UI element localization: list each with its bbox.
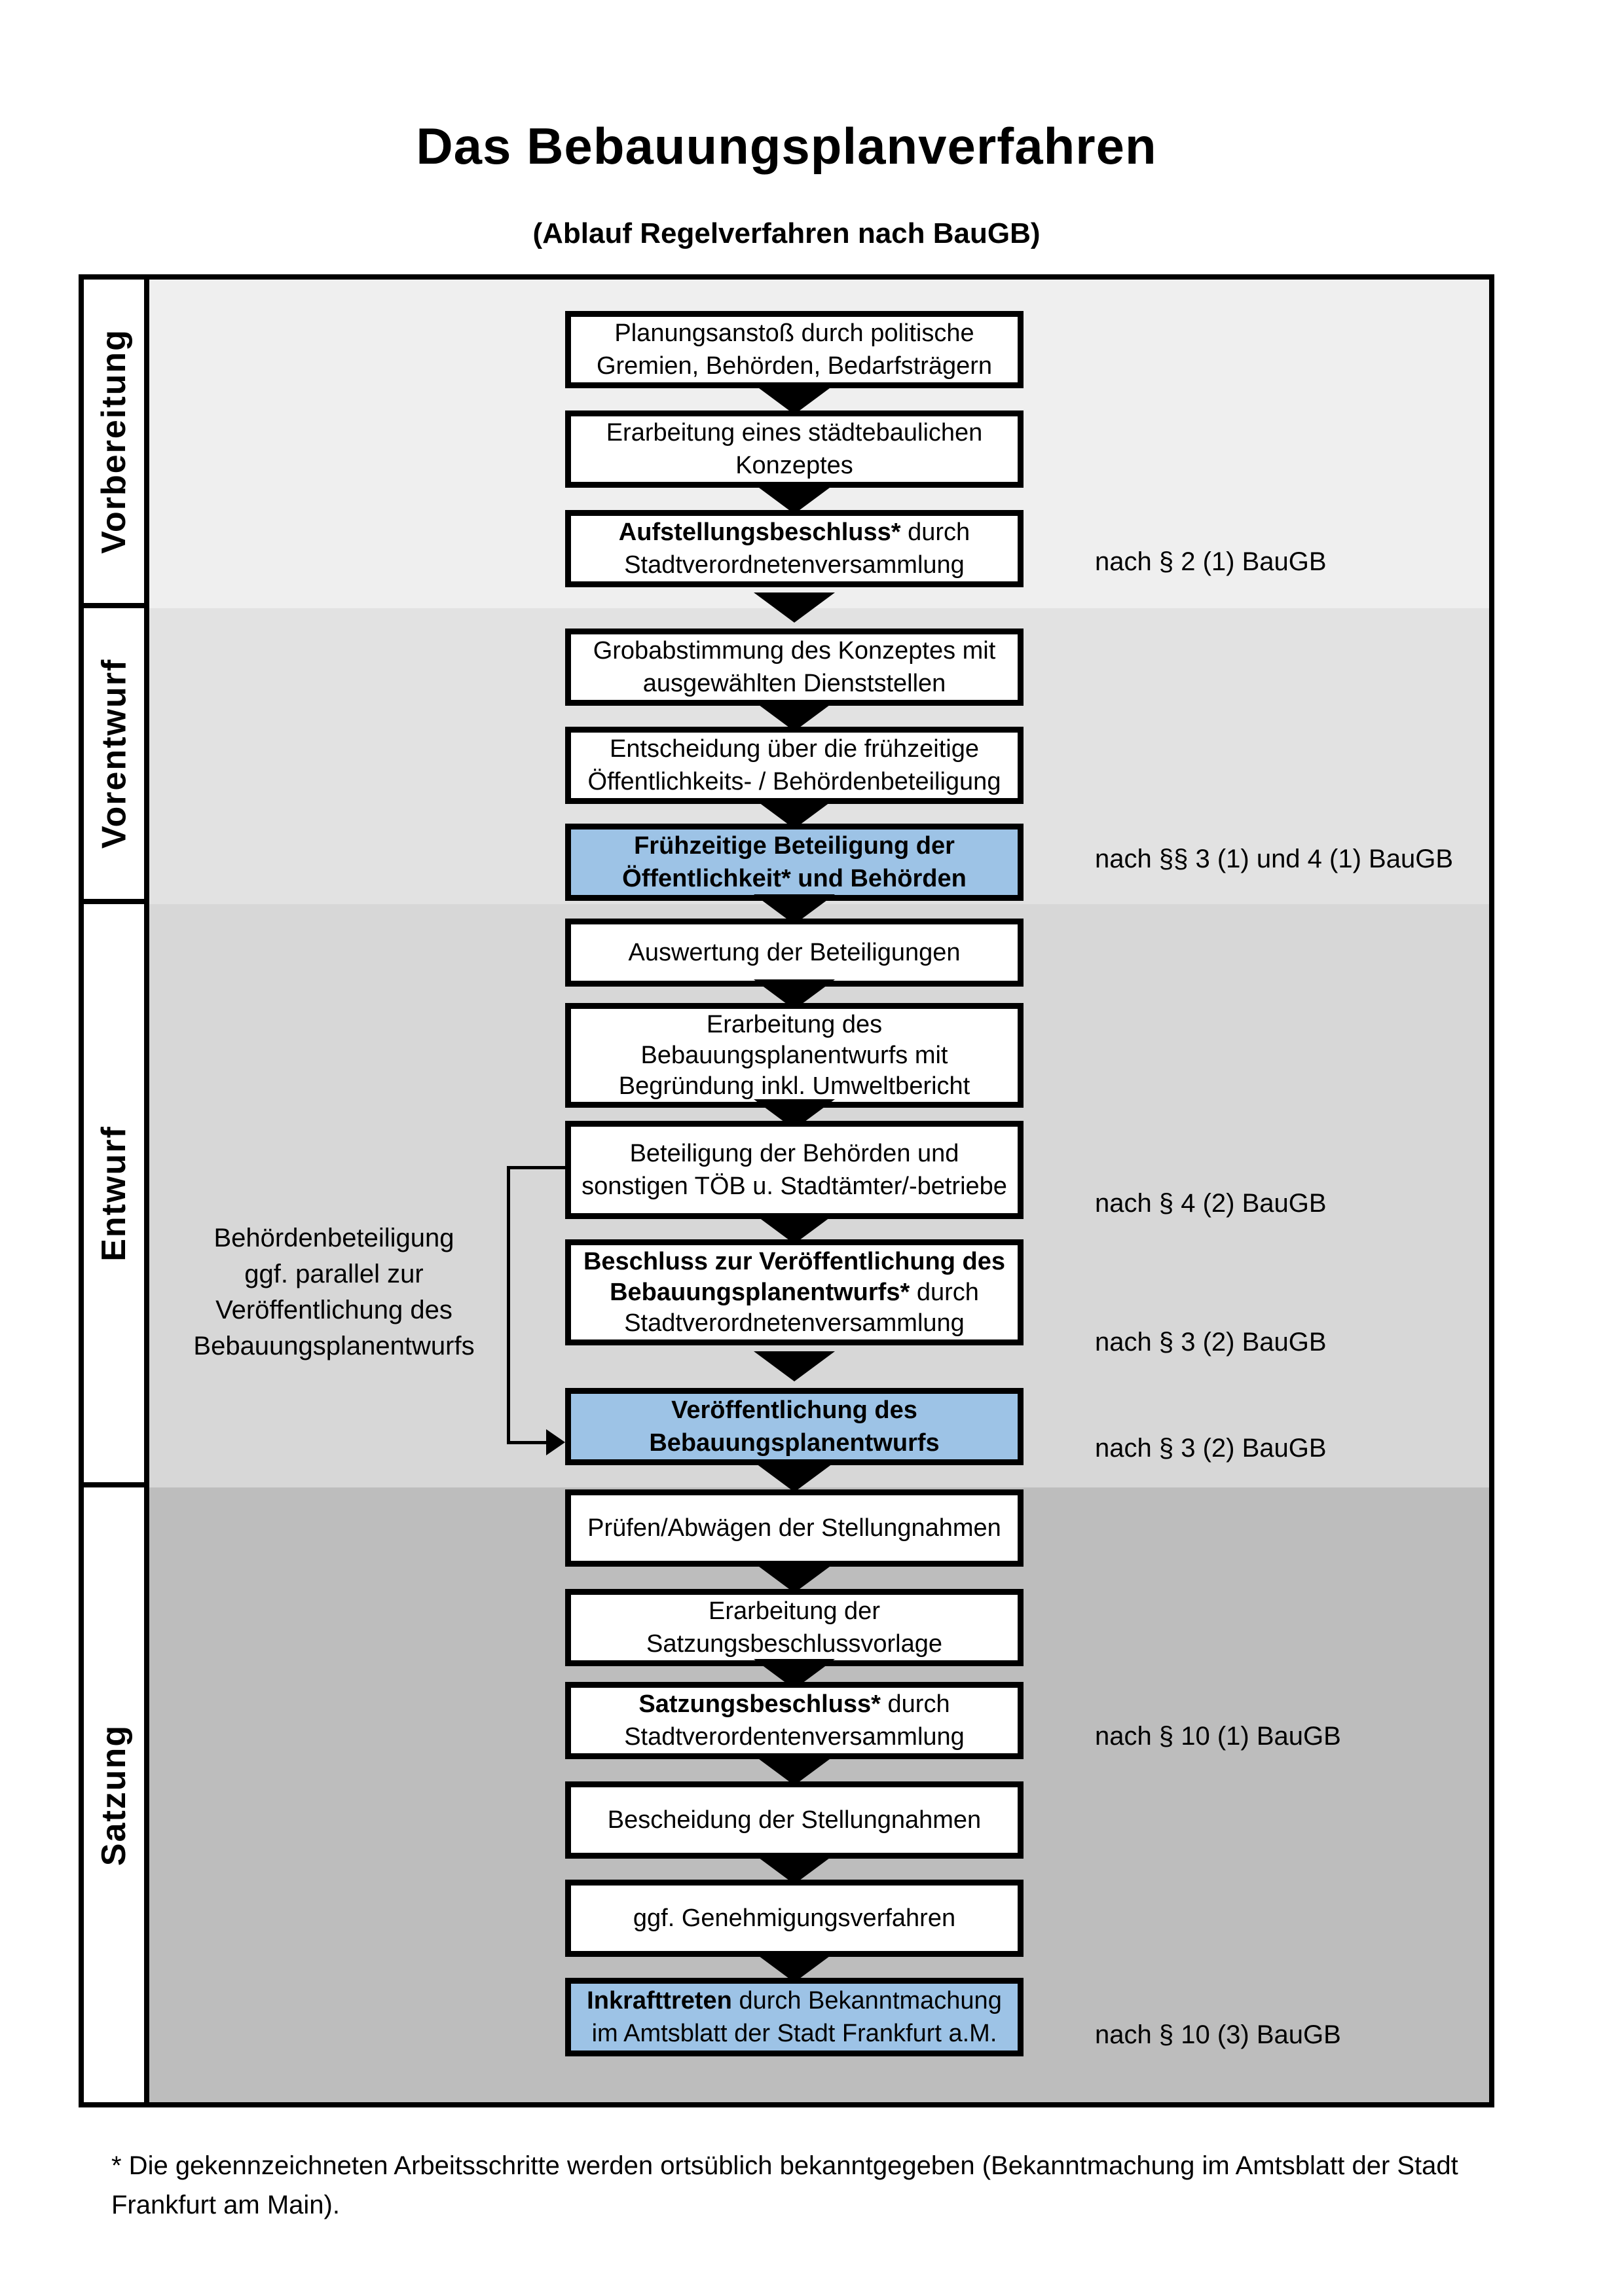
box-satzungsbeschlussvorlage: Erarbeitung der Satzungsbeschlussvorlage: [565, 1589, 1024, 1666]
box-text: im Amtsblatt der Stadt Frankfurt a.M.: [591, 2020, 997, 2047]
phase-label-vorbereitung: Vorbereitung: [84, 280, 149, 608]
box-text: Erarbeitung der: [709, 1597, 880, 1625]
box-text: Veröffentlichung des: [671, 1396, 917, 1424]
box-text: Planungsanstoß durch politische: [614, 319, 974, 347]
box-text: Inkrafttreten durch Bekanntmachung: [587, 1987, 1002, 2014]
phase-label-vorentwurf: Vorentwurf: [84, 608, 149, 904]
box-text: Bescheidung der Stellungnahmen: [607, 1806, 982, 1834]
box-text: Entscheidung über die frühzeitige: [609, 735, 980, 763]
page-title: Das Bebauungsplanverfahren: [416, 117, 1157, 175]
box-text: sonstigen TÖB u. Stadtämter/-betriebe: [581, 1173, 1007, 1200]
box-fruehzeitige-beteiligung: Frühzeitige Beteiligung der Öffentlichke…: [565, 824, 1024, 901]
box-text: Beschluss zur Veröffentlichung des: [583, 1247, 1006, 1275]
phase-label-satzung: Satzung: [84, 1487, 149, 2102]
legal-ref: nach § 3 (2) BauGB: [1095, 1328, 1327, 1357]
side-note: Behördenbeteiligung ggf. parallel zur Ve…: [151, 1220, 517, 1364]
footnote-line: Frankfurt am Main).: [111, 2191, 340, 2219]
box-aufstellungsbeschluss: Aufstellungsbeschluss* durch Stadtverord…: [565, 510, 1024, 587]
box-grobabstimmung: Grobabstimmung des Konzeptes mit ausgewä…: [565, 629, 1024, 706]
box-genehmigungsverfahren: ggf. Genehmigungsverfahren: [565, 1880, 1024, 1957]
box-text: ausgewählten Dienststellen: [642, 670, 946, 697]
parallel-connector-vertical-line: [507, 1166, 510, 1444]
box-text: Bebauungsplanentwurfs* durch: [610, 1278, 979, 1306]
footnote-line: * Die gekennzeichneten Arbeitsschritte w…: [111, 2151, 1458, 2180]
box-veroeffentlichungsbeschluss: Beschluss zur Veröffentlichung des Bebau…: [565, 1239, 1024, 1345]
phase-label-text: Vorentwurf: [95, 658, 133, 849]
phase-label-text: Vorbereitung: [95, 329, 133, 554]
phase-label-entwurf: Entwurf: [84, 904, 149, 1487]
side-note-line: Behördenbeteiligung: [213, 1224, 454, 1252]
box-text: Aufstellungsbeschluss* durch: [618, 519, 970, 546]
box-planungsanstoss: Planungsanstoß durch politische Gremien,…: [565, 311, 1024, 388]
side-note-line: ggf. parallel zur: [244, 1260, 424, 1288]
box-text: Stadtverordnetenversammlung: [624, 551, 965, 579]
box-staedtebauliches-konzept: Erarbeitung eines städtebaulichen Konzep…: [565, 410, 1024, 488]
legal-ref: nach § 10 (3) BauGB: [1095, 2020, 1341, 2049]
box-bescheidung: Bescheidung der Stellungnahmen: [565, 1781, 1024, 1859]
box-auswertung-beteiligungen: Auswertung der Beteiligungen: [565, 919, 1024, 987]
box-text: Prüfen/Abwägen der Stellungnahmen: [587, 1514, 1001, 1542]
box-text: Begründung inkl. Umweltbericht: [618, 1072, 970, 1100]
legal-ref: nach § 2 (1) BauGB: [1095, 547, 1327, 576]
box-text: Satzungsbeschluss* durch: [638, 1690, 950, 1718]
box-text: ggf. Genehmigungsverfahren: [633, 1904, 956, 1932]
box-inkrafttreten: Inkrafttreten durch Bekanntmachung im Am…: [565, 1978, 1024, 2056]
box-text: Beteiligung der Behörden und: [629, 1140, 959, 1167]
box-entscheidung-beteiligung: Entscheidung über die frühzeitige Öffent…: [565, 727, 1024, 804]
phase-label-text: Entwurf: [95, 1125, 133, 1262]
parallel-connector-top-line: [507, 1166, 565, 1169]
side-note-line: Bebauungsplanentwurfs: [193, 1332, 475, 1360]
legal-ref: nach § 3 (2) BauGB: [1095, 1434, 1327, 1463]
box-text: Auswertung der Beteiligungen: [628, 939, 961, 966]
box-text: Satzungsbeschlussvorlage: [646, 1630, 943, 1658]
box-text: Grobabstimmung des Konzeptes mit: [593, 637, 996, 665]
legal-ref: nach §§ 3 (1) und 4 (1) BauGB: [1095, 845, 1453, 873]
box-text: Konzeptes: [735, 452, 853, 479]
box-text: Stadtverordnetenversammlung: [624, 1309, 965, 1337]
box-erarbeitung-entwurf: Erarbeitung des Bebauungsplanentwurfs mi…: [565, 1003, 1024, 1108]
parallel-connector-bottom-line: [507, 1441, 549, 1444]
box-text: Frühzeitige Beteiligung der: [634, 832, 955, 860]
box-text: Gremien, Behörden, Bedarfsträgern: [596, 352, 993, 380]
box-satzungsbeschluss: Satzungsbeschluss* durch Stadtverordente…: [565, 1682, 1024, 1759]
page-subtitle: (Ablauf Regelverfahren nach BauGB): [532, 217, 1041, 249]
box-text: Stadtverordentenversammlung: [624, 1723, 965, 1751]
side-note-line: Veröffentlichung des: [215, 1296, 452, 1324]
box-text: Erarbeitung eines städtebaulichen: [606, 419, 983, 446]
box-veroeffentlichung-entwurf: Veröffentlichung des Bebauungsplanentwur…: [565, 1388, 1024, 1465]
box-text: Öffentlichkeit* und Behörden: [622, 865, 967, 892]
box-text: Erarbeitung des: [706, 1010, 883, 1038]
flowchart-frame: [79, 274, 1494, 2107]
box-text: Bebauungsplanentwurfs: [649, 1429, 940, 1457]
phase-label-text: Satzung: [95, 1724, 133, 1866]
box-text: Öffentlichkeits- / Behördenbeteiligung: [587, 768, 1001, 795]
box-text: Bebauungsplanentwurfs mit: [640, 1041, 948, 1069]
box-behoerdenbeteiligung: Beteiligung der Behörden und sonstigen T…: [565, 1121, 1024, 1219]
footnote: * Die gekennzeichneten Arbeitsschritte w…: [111, 2146, 1526, 2225]
legal-ref: nach § 10 (1) BauGB: [1095, 1722, 1341, 1751]
legal-ref: nach § 4 (2) BauGB: [1095, 1189, 1327, 1218]
box-pruefen-abwaegen: Prüfen/Abwägen der Stellungnahmen: [565, 1489, 1024, 1567]
